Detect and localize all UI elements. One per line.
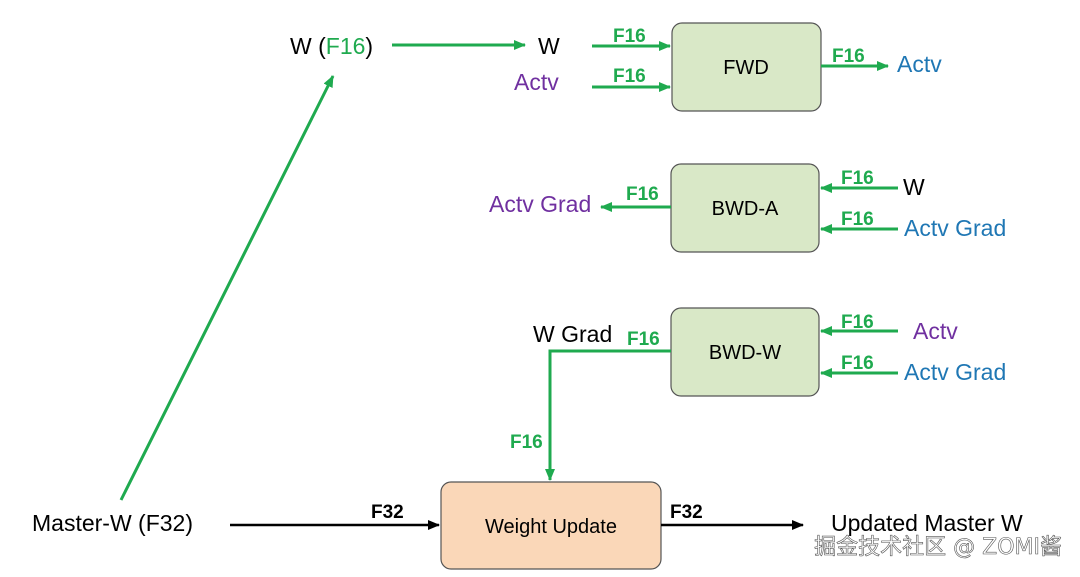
fwd-actv-output-label: Actv [897,51,942,77]
f16-tag-w-grad-out: F16 [627,329,660,350]
f16-tag-fwd-w: F16 [613,26,646,47]
fwd-label: FWD [723,57,769,79]
f16-tag-bwd-w-actv: F16 [841,312,874,333]
f16-tag-bwd-a-out: F16 [626,184,659,205]
f16-tag-bwd-a-grad: F16 [841,209,874,230]
bwd-w-label: BWD-W [709,342,781,364]
f16-tag-bwd-a-w: F16 [841,168,874,189]
bwd-w-actv-input-label: Actv [913,318,958,344]
bwd-a-output-label: Actv Grad [489,191,591,217]
cast-arrow [119,75,335,501]
bwd-a-grad-input-label: Actv Grad [904,215,1006,241]
fwd-w-input-label: W [538,33,560,59]
f16-tag-fwd-out: F16 [832,46,865,67]
f32-tag-out: F32 [670,502,703,523]
master-w-label: Master-W (F32) [32,510,193,536]
watermark: 掘金技术社区 @ ZOMI酱 [814,535,1062,560]
w-grad-label: W Grad [533,321,612,347]
updated-master-w-label: Updated Master W [831,510,1023,536]
f32-tag-in: F32 [371,502,404,523]
w-grad-arrow [545,349,671,481]
f16-tag-bwd-w-grad: F16 [841,353,874,374]
w-f16-label: W (F16) [290,33,373,59]
bwd-a-label: BWD-A [712,198,779,220]
f16-tag-fwd-actv: F16 [613,66,646,87]
weight-update-label: Weight Update [485,516,617,538]
bwd-a-w-input-label: W [903,174,925,200]
f16-tag-w-grad-down: F16 [510,432,543,453]
bwd-w-grad-input-label: Actv Grad [904,359,1006,385]
fwd-actv-input-label: Actv [514,69,559,95]
